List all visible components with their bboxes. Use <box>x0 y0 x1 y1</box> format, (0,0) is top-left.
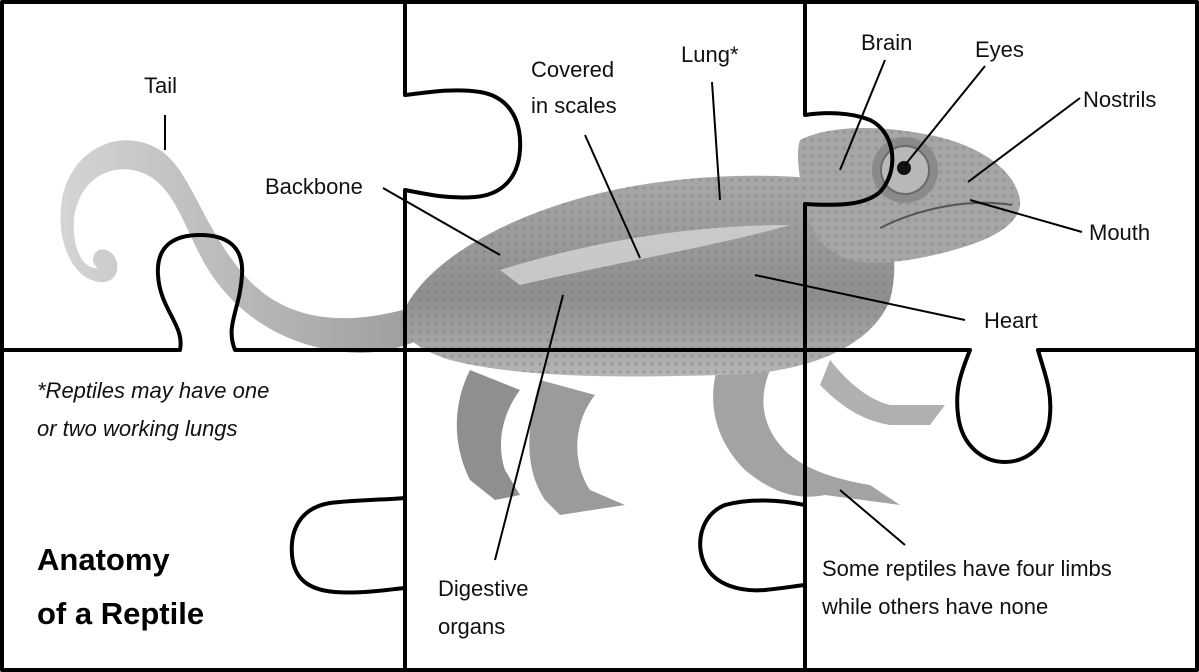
label-tail: Tail <box>144 73 177 98</box>
label-lung: Lung* <box>681 42 739 67</box>
label-digestive-line1: Digestive <box>438 576 528 601</box>
label-limbs-line1: Some reptiles have four limbs <box>822 556 1112 581</box>
label-backbone: Backbone <box>265 174 363 199</box>
eye-pupil <box>897 161 911 175</box>
puzzle-line-vertical-right-knob <box>700 500 805 590</box>
hind-leg-shape <box>529 380 625 515</box>
label-mouth: Mouth <box>1089 220 1150 245</box>
tail-shape <box>61 140 430 353</box>
nostrils-leader <box>968 98 1080 182</box>
label-limbs-line2: while others have none <box>821 594 1048 619</box>
front-leg-far-shape <box>820 360 945 425</box>
chameleon-illustration <box>61 128 1021 515</box>
label-covered-line2: in scales <box>531 93 617 118</box>
label-digestive-line2: organs <box>438 614 505 639</box>
label-covered-line1: Covered <box>531 57 614 82</box>
title-line1: Anatomy <box>37 542 170 577</box>
back-leg-shape <box>457 370 520 500</box>
label-brain: Brain <box>861 30 912 55</box>
label-eyes: Eyes <box>975 37 1024 62</box>
puzzle-line-vertical-left-knob <box>292 498 405 593</box>
footnote-line2: or two working lungs <box>37 416 238 441</box>
label-heart: Heart <box>984 308 1038 333</box>
footnote-line1: *Reptiles may have one <box>37 378 269 403</box>
title-line2: of a Reptile <box>37 596 204 631</box>
label-nostrils: Nostrils <box>1083 87 1156 112</box>
